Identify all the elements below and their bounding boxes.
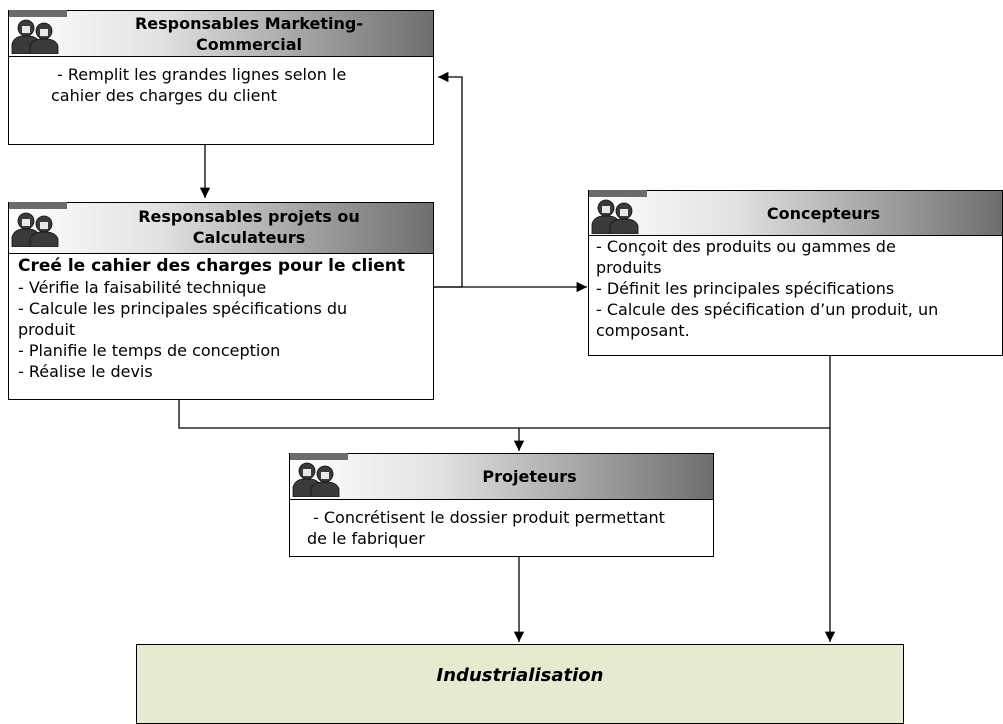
box-header: Responsables projets ou Calculateurs <box>9 202 433 254</box>
title-line: Responsables projets ou <box>138 207 360 226</box>
people-icon <box>292 462 340 497</box>
text-line: - Réalise le devis <box>18 362 153 381</box>
header-tab <box>290 453 348 460</box>
box-body: - Remplit les grandes lignes selon le ca… <box>23 64 427 106</box>
box-header: Responsables Marketing- Commercial <box>9 10 433 57</box>
header-tab <box>9 202 67 209</box>
header-tab <box>9 10 67 17</box>
box-title: Responsables projets ou Calculateurs <box>71 206 427 248</box>
industrialisation-title: Industrialisation <box>436 665 604 686</box>
box-title: Responsables Marketing- Commercial <box>71 13 427 55</box>
box-concepteurs[interactable]: Concepteurs - Conçoit des produits ou ga… <box>588 190 1003 356</box>
text-line: - Vérifie la faisabilité technique <box>18 278 267 297</box>
box-body: Creé le cahier des charges pour le clien… <box>18 256 427 382</box>
title-line: Commercial <box>195 35 303 54</box>
people-icon <box>591 199 639 234</box>
text-line: - Conçoit des produits ou gammes de <box>596 237 896 256</box>
box-body: - Concrétisent le dossier produit permet… <box>307 507 707 549</box>
box-title: Concepteurs <box>766 204 881 223</box>
box-title: Projeteurs <box>482 467 577 486</box>
people-icon <box>11 19 59 54</box>
text-line: - Remplit les grandes lignes selon le <box>57 65 347 84</box>
text-line: produit <box>18 320 76 339</box>
title-line: Calculateurs <box>192 228 306 247</box>
box-heading: Creé le cahier des charges pour le clien… <box>18 256 405 276</box>
text-line: produits <box>596 258 662 277</box>
box-marketing-commercial[interactable]: Responsables Marketing- Commercial - Rem… <box>8 10 434 145</box>
text-line: cahier des charges du client <box>51 86 277 105</box>
box-projeteurs[interactable]: Projeteurs - Concrétisent le dossier pro… <box>289 453 714 557</box>
box-responsables-projets[interactable]: Responsables projets ou Calculateurs Cre… <box>8 202 434 400</box>
title-line: Responsables Marketing- <box>134 14 364 33</box>
text-line: de le fabriquer <box>307 529 425 548</box>
text-line: composant. <box>596 321 690 340</box>
people-icon <box>11 212 59 247</box>
arrow-projets-to-marketing <box>433 71 463 288</box>
text-line: - Calcule les principales spécifications… <box>18 299 348 318</box>
box-industrialisation[interactable]: Industrialisation <box>136 644 904 724</box>
box-header: Projeteurs <box>290 453 713 500</box>
text-line: - Définit les principales spécifications <box>596 279 895 298</box>
box-header: Concepteurs <box>589 190 1002 236</box>
text-line: - Calcule des spécification d’un produit… <box>596 300 939 319</box>
text-line: - Concrétisent le dossier produit permet… <box>313 508 665 527</box>
text-line: - Planifie le temps de conception <box>18 341 281 360</box>
header-tab <box>589 190 647 197</box>
box-body: - Conçoit des produits ou gammes de prod… <box>596 236 996 341</box>
